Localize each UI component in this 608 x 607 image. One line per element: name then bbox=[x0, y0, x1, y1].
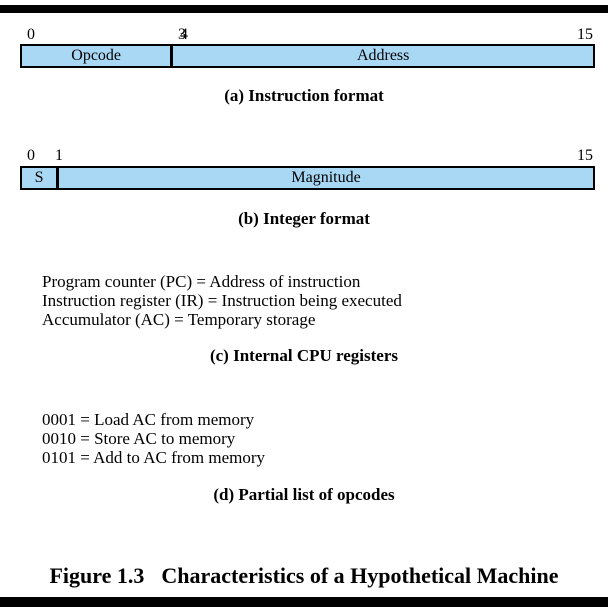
top-rule bbox=[0, 5, 608, 13]
opcode-line-add: 0101 = Add to AC from memory bbox=[42, 448, 266, 467]
cpu-registers-caption: (c) Internal CPU registers bbox=[209, 346, 399, 365]
opcode-field-label: Opcode bbox=[71, 47, 122, 64]
bit-tick-15: 15 bbox=[577, 26, 593, 43]
instruction-format-bar: Opcode Address bbox=[20, 44, 595, 68]
bit-tick-3: 3 bbox=[178, 26, 186, 43]
bit-tick-1: 1 bbox=[55, 147, 63, 164]
register-line-pc: Program counter (PC) = Address of instru… bbox=[42, 272, 361, 291]
figure-title: Figure 1.3 Characteristics of a Hypothet… bbox=[0, 563, 608, 589]
opcode-line-store: 0010 = Store AC to memory bbox=[42, 429, 236, 448]
address-field-label: Address bbox=[356, 47, 410, 64]
bit-tick-0: 0 bbox=[27, 147, 35, 164]
magnitude-field: Magnitude bbox=[59, 168, 593, 188]
register-line-ir: Instruction register (IR) = Instruction … bbox=[42, 291, 402, 310]
opcodes-caption: (d) Partial list of opcodes bbox=[213, 485, 395, 504]
integer-format-bit-ticks: 0 1 15 bbox=[20, 147, 595, 164]
magnitude-field-label: Magnitude bbox=[291, 169, 361, 186]
opcodes-list: 0001 = Load AC from memory 0010 = Store … bbox=[42, 410, 265, 467]
instruction-format-bit-ticks: 0 3 4 15 bbox=[20, 26, 595, 43]
address-field: Address bbox=[173, 46, 593, 66]
opcode-line-load: 0001 = Load AC from memory bbox=[42, 410, 255, 429]
sign-field: S bbox=[22, 168, 60, 188]
bit-tick-4: 4 bbox=[180, 26, 188, 43]
sign-field-label: S bbox=[34, 169, 44, 186]
bottom-rule bbox=[0, 597, 608, 607]
integer-format-bar: S Magnitude bbox=[20, 166, 595, 190]
figure-number: Figure 1.3 bbox=[49, 563, 145, 588]
cpu-registers-list: Program counter (PC) = Address of instru… bbox=[42, 272, 402, 329]
bit-tick-0: 0 bbox=[27, 26, 35, 43]
figure-title-text: Characteristics of a Hypothetical Machin… bbox=[161, 563, 559, 588]
opcode-field: Opcode bbox=[22, 46, 174, 66]
instruction-format-caption: (a) Instruction format bbox=[224, 86, 384, 105]
bit-tick-15: 15 bbox=[577, 147, 593, 164]
integer-format-caption: (b) Integer format bbox=[238, 209, 370, 228]
register-line-ac: Accumulator (AC) = Temporary storage bbox=[42, 310, 316, 329]
